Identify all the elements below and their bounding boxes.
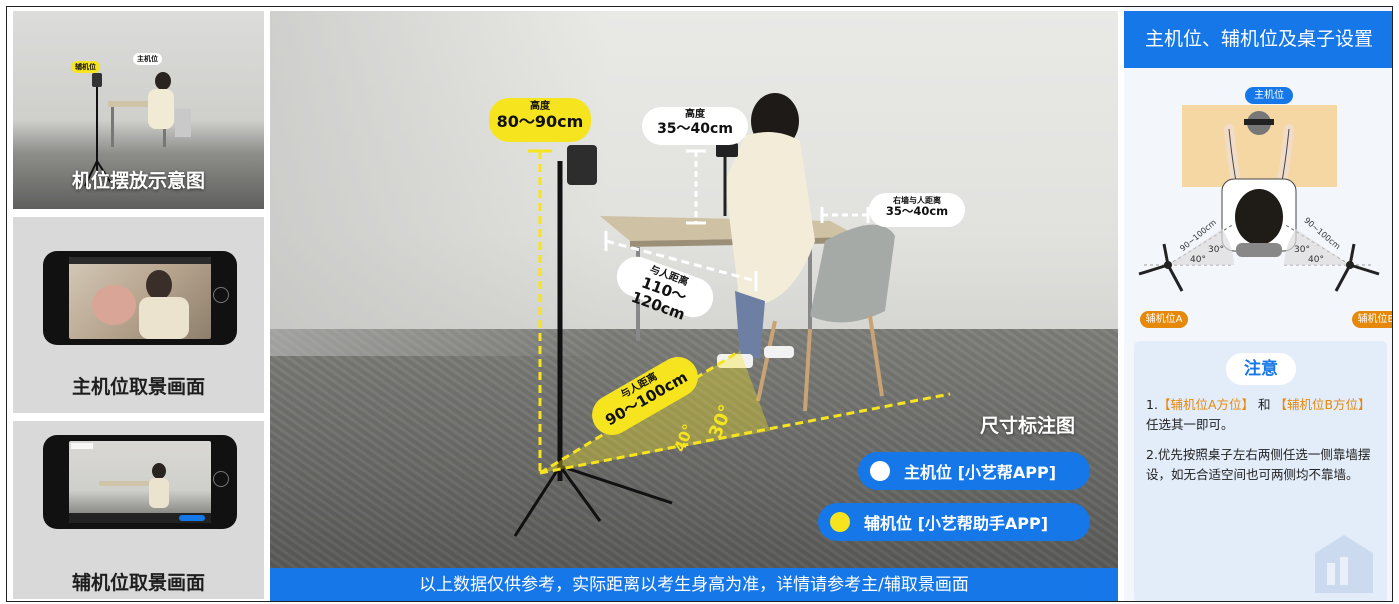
white-dot-icon <box>870 461 890 481</box>
overview-panel: 辅机位 主机位 机位摆放示意图 <box>13 11 264 209</box>
yellow-dot-icon <box>830 512 850 532</box>
top-view-diagram: 主机位 辅机位A 辅机位B 90~100cm 90~100cm 30° 30° … <box>1124 79 1392 329</box>
aux-height-label: 高度 80～90cm <box>489 98 591 142</box>
angle-b-label: 30° <box>1294 245 1310 255</box>
aux-view-caption: 辅机位取景画面 <box>71 572 205 594</box>
right-panel-header: 主机位、辅机位及桌子设置 <box>1124 11 1392 68</box>
main-view-caption: 主机位取景画面 <box>71 376 205 398</box>
angle-a2-label: 40° <box>1190 255 1206 265</box>
right-panel: 主机位、辅机位及桌子设置 <box>1124 7 1392 601</box>
notice-title: 注意 <box>1226 353 1296 385</box>
main-view-phone <box>43 251 237 345</box>
notice-box: 注意 1.【辅机位A方位】 和 【辅机位B方位】 任选其一即可。 2.优先按照桌… <box>1134 341 1387 601</box>
home-button-icon <box>213 471 229 487</box>
aux-view-phone <box>43 435 237 529</box>
legend-aux-camera: 辅机位 [小艺帮助手APP] <box>818 503 1090 541</box>
top-aux-b-tag: 辅机位B <box>1352 311 1392 328</box>
main-height-label: 高度 35～40cm <box>642 107 748 145</box>
home-button-icon <box>213 287 229 303</box>
aux-view-screen <box>69 441 211 523</box>
overview-aux-tag: 辅机位 <box>71 61 100 73</box>
overview-caption: 机位摆放示意图 <box>71 170 205 192</box>
bottom-note-bar: 以上数据仅供参考，实际距离以考生身高为准，详情请参考主/辅取景画面 <box>270 568 1118 601</box>
aux-view-panel: 辅机位取景画面 <box>13 421 264 599</box>
setup-photo: 高度 80～90cm 高度 35～40cm 右墙与人距离 35～40cm 与人距… <box>270 11 1118 568</box>
main-view-screen <box>69 257 211 339</box>
overview-main-tag: 主机位 <box>133 53 162 65</box>
legend-main-camera: 主机位 [小艺帮APP] <box>858 452 1090 490</box>
infographic-frame: 辅机位 主机位 机位摆放示意图 主机位取景画面 <box>6 6 1393 602</box>
top-aux-a-tag: 辅机位A <box>1140 311 1188 328</box>
size-diagram-title: 尺寸标注图 <box>980 415 1076 437</box>
notice-item-1: 1.【辅机位A方位】 和 【辅机位B方位】 任选其一即可。 <box>1146 397 1371 432</box>
notice-item-2: 2.优先按照桌子左右两侧任选一侧靠墙摆设，如无合适空间也可两侧均不靠墙。 <box>1146 447 1371 482</box>
angle-b2-label: 40° <box>1308 255 1324 265</box>
wall-distance-label: 右墙与人距离 35～40cm <box>869 193 965 227</box>
overview-scene <box>84 72 191 187</box>
top-main-tag: 主机位 <box>1245 87 1293 104</box>
left-column: 辅机位 主机位 机位摆放示意图 主机位取景画面 <box>13 11 264 599</box>
watermark-logo-icon <box>1315 535 1373 593</box>
angle-a-label: 30° <box>1208 245 1224 255</box>
main-view-panel: 主机位取景画面 <box>13 217 264 413</box>
